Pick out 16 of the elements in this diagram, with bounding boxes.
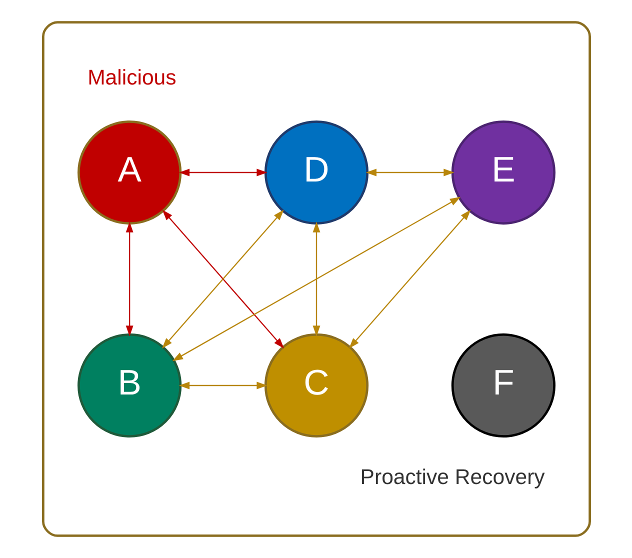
node-circle: E xyxy=(450,120,555,225)
arrow xyxy=(172,196,460,362)
node-circle: B xyxy=(77,333,182,438)
node-label: Proactive Recovery xyxy=(360,465,544,490)
arrow xyxy=(178,168,267,176)
node-circle: F xyxy=(450,333,555,438)
arrow xyxy=(312,222,320,336)
cluster xyxy=(42,21,590,537)
node-circle: C xyxy=(264,333,368,438)
node-circle: A xyxy=(77,120,182,225)
arrow xyxy=(348,210,470,349)
arrow xyxy=(125,222,133,336)
arrow xyxy=(178,382,267,390)
node-circle: D xyxy=(264,120,368,225)
node-label: Malicious xyxy=(87,65,176,90)
arrow xyxy=(365,168,454,176)
